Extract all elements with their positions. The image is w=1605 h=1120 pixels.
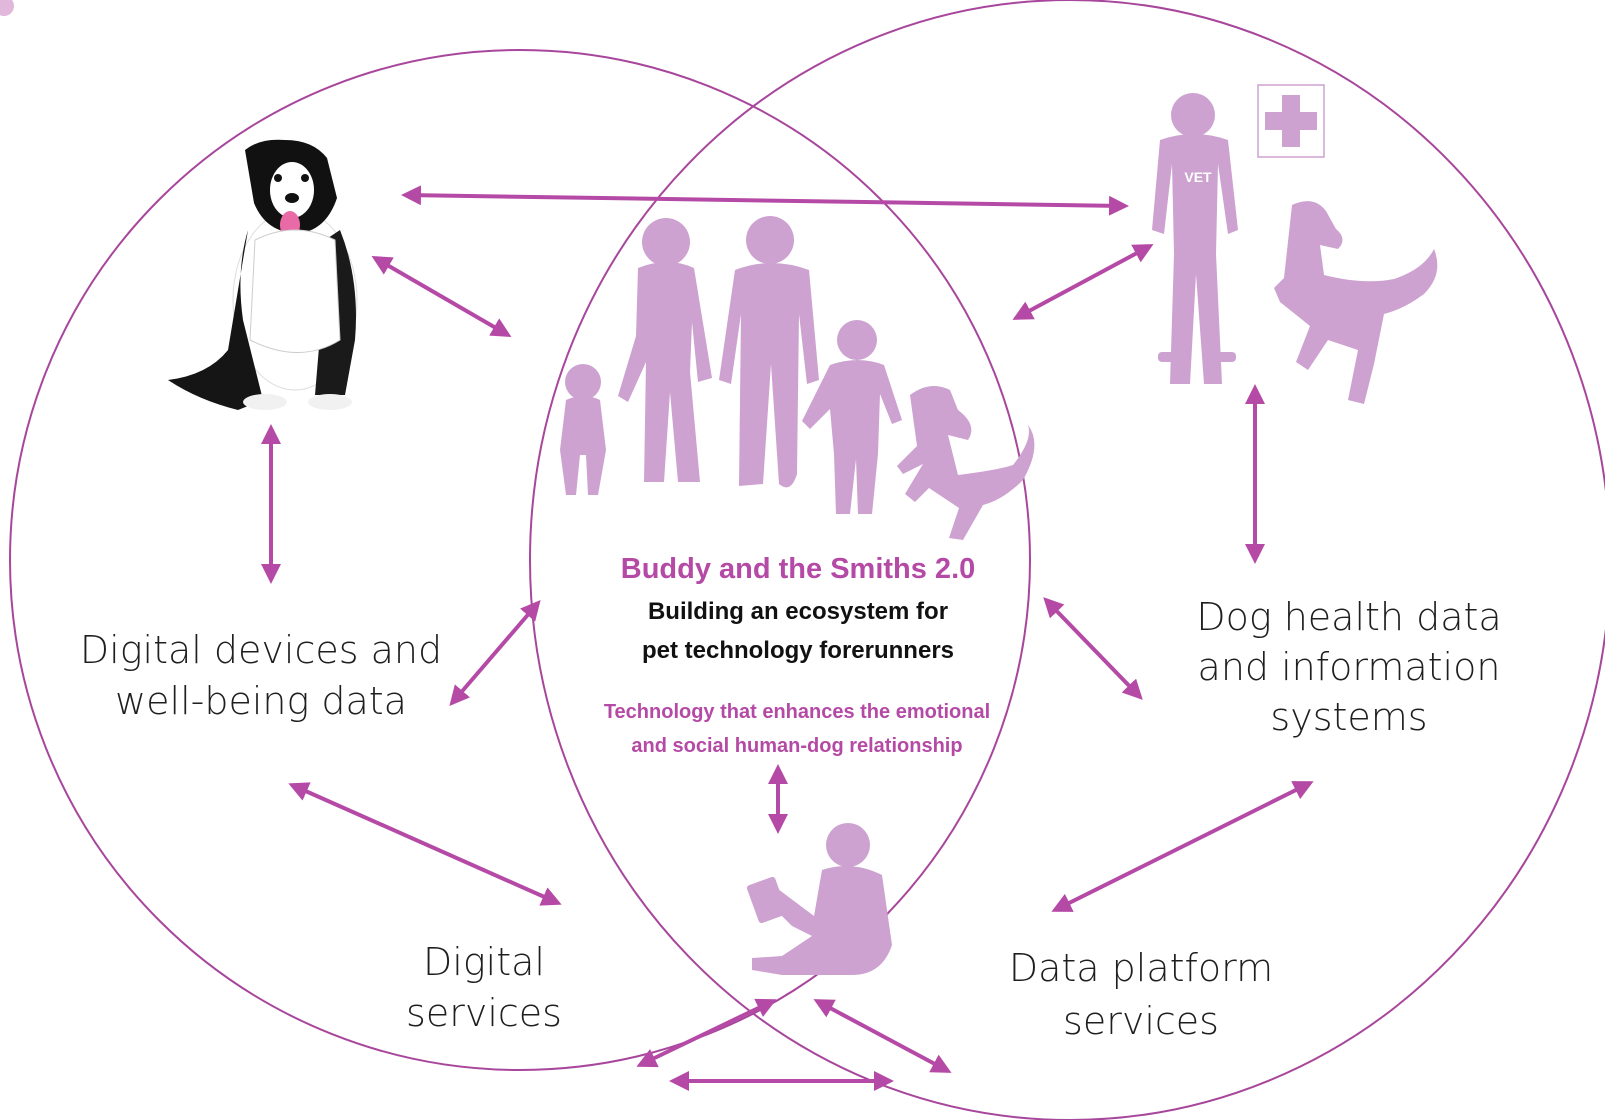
family-silhouette-icon	[560, 216, 1035, 540]
child-reading-icon	[746, 823, 892, 975]
center-subtitle-line2: pet technology forerunners	[642, 637, 954, 664]
double-arrow-icon	[636, 998, 777, 1068]
right-circle	[529, 0, 1605, 1120]
dog-photo	[168, 139, 358, 410]
medical-cross-icon	[1257, 84, 1325, 158]
double-arrow-icon	[1043, 597, 1143, 700]
double-arrow-icon	[288, 782, 562, 906]
vet-badge: VET	[1184, 169, 1212, 185]
double-arrow-icon	[401, 185, 1129, 216]
vet-silhouette-icon	[1152, 93, 1238, 384]
dog-silhouette-icon	[1274, 201, 1438, 404]
connection-arrows	[261, 185, 1314, 1091]
health-label-line3: systems	[1270, 695, 1427, 739]
center-tagline-line1: Technology that enhances the emotional	[604, 701, 990, 723]
devices-label-line1: Digital devices and	[80, 628, 442, 672]
double-arrow-icon	[449, 599, 541, 707]
double-arrow-icon	[813, 999, 952, 1073]
platform-label-line2: services	[1063, 999, 1219, 1043]
center-tagline-line2: and social human-dog relationship	[631, 735, 962, 757]
services-label-line1: Digital	[423, 940, 545, 984]
double-arrow-icon	[1012, 244, 1154, 320]
health-label-line2: and information	[1198, 645, 1501, 689]
health-label-line1: Dog health data	[1196, 595, 1501, 639]
services-label-line2: services	[406, 991, 562, 1035]
devices-label-line2: well-being data	[115, 679, 407, 723]
double-arrow-icon	[371, 255, 512, 338]
platform-label-line1: Data platform	[1009, 946, 1273, 990]
left-circle	[9, 49, 1031, 1071]
decorative-dot	[0, 0, 14, 16]
double-arrow-icon	[1051, 781, 1314, 912]
venn-circles	[9, 0, 1605, 1120]
center-title: Buddy and the Smiths 2.0	[621, 553, 976, 585]
center-subtitle-line1: Building an ecosystem for	[648, 598, 948, 625]
